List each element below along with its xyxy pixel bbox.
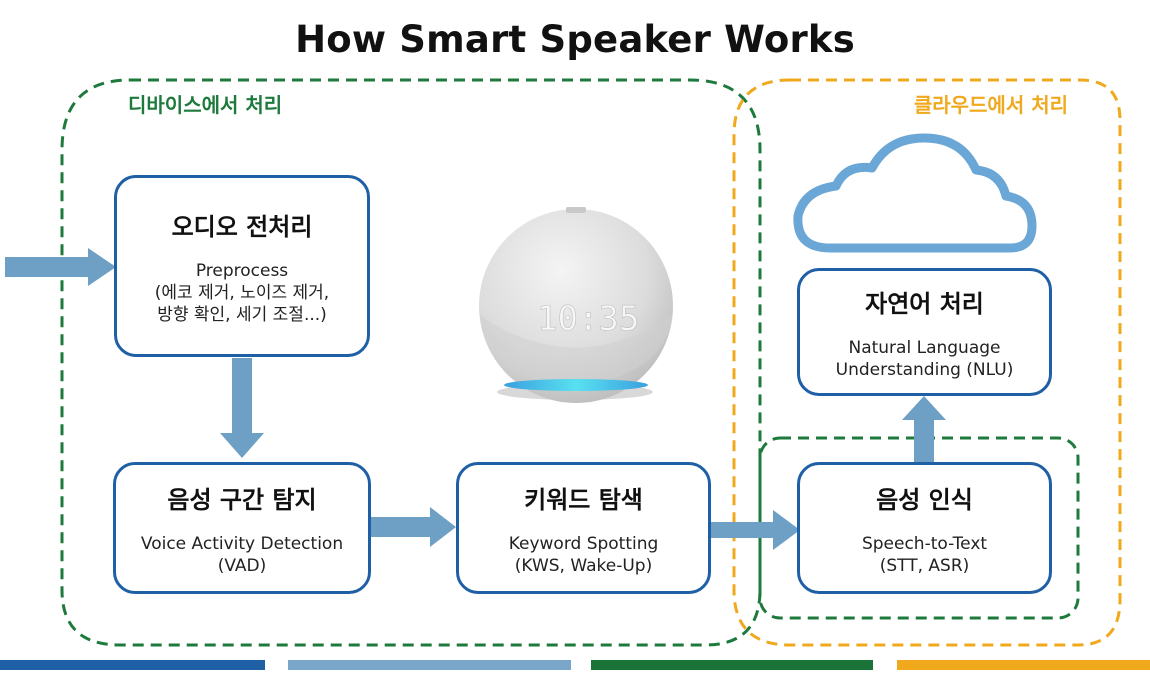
- audio-preprocess-detail-2: 방향 확인, 세기 조절...): [157, 304, 327, 326]
- speaker-clock: 10:35: [537, 299, 639, 339]
- smart-speaker-icon: 10:35: [479, 207, 673, 403]
- vad-box: 음성 구간 탐지 Voice Activity Detection (VAD): [113, 462, 371, 594]
- stt-to-nlu-arrow: [902, 396, 946, 462]
- nlu-title: 자연어 처리: [865, 284, 984, 319]
- vad-subtitle: Voice Activity Detection: [141, 533, 343, 555]
- page-title: How Smart Speaker Works: [0, 18, 1150, 61]
- stt-box: 음성 인식 Speech-to-Text (STT, ASR): [797, 462, 1052, 594]
- preprocess-to-vad-arrow: [220, 358, 264, 458]
- kws-to-stt-arrow: [710, 510, 800, 550]
- audio-preprocess-title: 오디오 전처리: [172, 207, 313, 242]
- audio-preprocess-box: 오디오 전처리 Preprocess (에코 제거, 노이즈 제거, 방향 확인…: [114, 175, 370, 357]
- vad-to-kws-arrow: [370, 507, 456, 547]
- kws-box: 키워드 탐색 Keyword Spotting (KWS, Wake-Up): [456, 462, 711, 594]
- audio-preprocess-subtitle: Preprocess: [196, 260, 288, 282]
- bottom-bar-3: [591, 660, 873, 670]
- vad-detail: (VAD): [218, 555, 267, 577]
- nlu-detail: Understanding (NLU): [836, 359, 1014, 381]
- kws-subtitle: Keyword Spotting: [509, 533, 659, 555]
- cloud-icon: [798, 138, 1032, 248]
- nlu-subtitle: Natural Language: [848, 337, 1000, 359]
- stt-title: 음성 인식: [876, 480, 973, 515]
- bottom-bar-2: [288, 660, 571, 670]
- device-region-label: 디바이스에서 처리: [128, 93, 282, 117]
- stt-subtitle: Speech-to-Text: [862, 533, 987, 555]
- audio-preprocess-detail-1: (에코 제거, 노이즈 제거,: [155, 282, 329, 304]
- kws-detail: (KWS, Wake-Up): [515, 555, 652, 577]
- bottom-bar-4: [897, 660, 1150, 670]
- stt-detail: (STT, ASR): [880, 555, 970, 577]
- nlu-box: 자연어 처리 Natural Language Understanding (N…: [797, 268, 1052, 396]
- bottom-bar-1: [0, 660, 265, 670]
- vad-title: 음성 구간 탐지: [167, 480, 316, 515]
- cloud-region-label: 클라우드에서 처리: [914, 93, 1068, 117]
- kws-title: 키워드 탐색: [524, 480, 643, 515]
